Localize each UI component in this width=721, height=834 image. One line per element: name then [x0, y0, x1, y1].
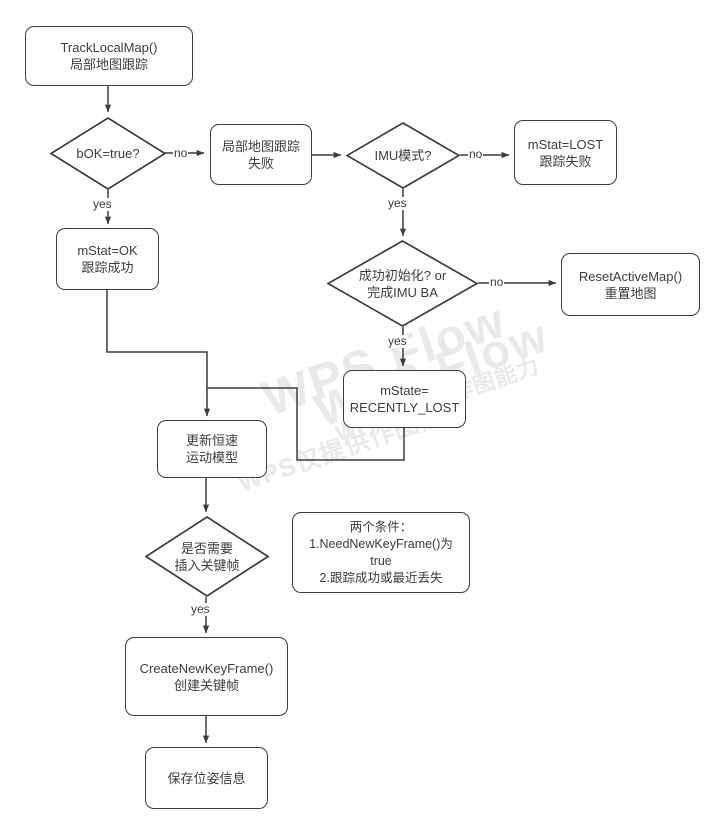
diamond-shape — [346, 122, 460, 189]
node-mstat-ok[interactable]: mStat=OK 跟踪成功 — [56, 228, 159, 290]
node-label: 成功初始化? or 完成IMU BA — [358, 267, 447, 300]
node-local-map-fail[interactable]: 局部地图跟踪 失败 — [210, 124, 312, 185]
node-create-new-keyframe[interactable]: CreateNewKeyFrame() 创建关键帧 — [125, 637, 288, 716]
node-label: 更新恒速 运动模型 — [185, 433, 238, 465]
node-bok-true[interactable]: bOK=true? — [50, 117, 166, 190]
edge-label-bok-no: no — [173, 146, 189, 160]
node-imu-mode[interactable]: IMU模式? — [346, 122, 460, 189]
edge-label-keyframe-yes: yes — [190, 602, 211, 616]
node-condition-note: 两个条件： 1.NeedNewKeyFrame()为 true 2.跟踪成功或最… — [292, 512, 470, 593]
edge-label-imu-no: no — [468, 147, 484, 161]
node-label: 保存位姿信息 — [167, 770, 246, 786]
node-label: CreateNewKeyFrame() 创建关键帧 — [139, 660, 274, 693]
node-label: TrackLocalMap() 局部地图跟踪 — [60, 40, 158, 72]
edge-label-init-no: no — [489, 275, 505, 289]
node-reset-active-map[interactable]: ResetActiveMap() 重置地图 — [561, 253, 700, 316]
node-track-local-map[interactable]: TrackLocalMap() 局部地图跟踪 — [25, 26, 193, 86]
node-need-keyframe[interactable]: 是否需要 插入关键帧 — [145, 516, 269, 597]
diamond-shape — [145, 516, 269, 597]
node-label: 局部地图跟踪 失败 — [221, 138, 300, 171]
edge-label-imu-yes: yes — [387, 196, 408, 210]
node-label: IMU模式? — [374, 148, 432, 163]
node-label: mStat=OK 跟踪成功 — [77, 243, 138, 275]
note-label: 两个条件： 1.NeedNewKeyFrame()为 true 2.跟踪成功或最… — [309, 519, 453, 585]
node-label: 是否需要 插入关键帧 — [174, 540, 240, 573]
diamond-shape — [327, 240, 478, 327]
node-label: ResetActiveMap() 重置地图 — [578, 268, 683, 301]
node-label: bOK=true? — [76, 146, 140, 161]
node-save-pose[interactable]: 保存位姿信息 — [145, 747, 268, 809]
node-init-or-ba[interactable]: 成功初始化? or 完成IMU BA — [327, 240, 478, 327]
node-mstat-lost[interactable]: mStat=LOST 跟踪失败 — [514, 120, 617, 185]
node-recently-lost[interactable]: mState= RECENTLY_LOST — [343, 370, 466, 428]
edge-label-init-yes: yes — [387, 334, 408, 348]
node-update-velocity-model[interactable]: 更新恒速 运动模型 — [157, 420, 267, 478]
node-label: mStat=LOST 跟踪失败 — [527, 136, 604, 169]
edge-label-bok-yes: yes — [92, 197, 113, 211]
edge-mstatok-to-update — [106, 290, 211, 417]
diamond-shape — [50, 117, 166, 190]
node-label: mState= RECENTLY_LOST — [349, 383, 460, 415]
